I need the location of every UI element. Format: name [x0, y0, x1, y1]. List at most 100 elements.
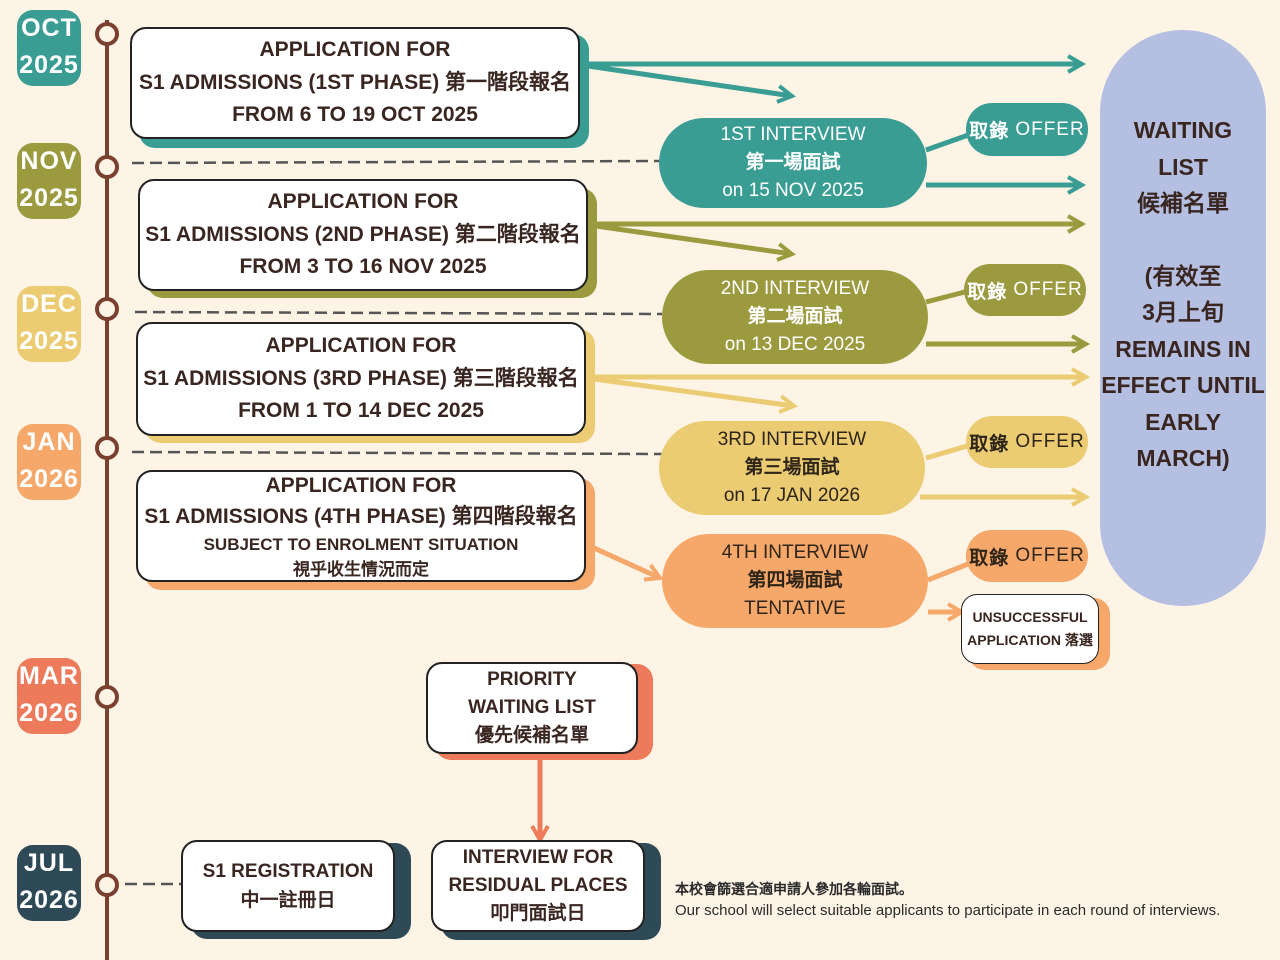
waiting-line1: WAITING	[1133, 117, 1233, 143]
timeline-dot-dec	[95, 297, 119, 321]
interview-4: 4TH INTERVIEW 第四場面試 TENTATIVE	[662, 534, 928, 628]
offer-en: OFFER	[1015, 118, 1085, 140]
month-label: OCT	[21, 14, 77, 42]
arrow-phase1-interview	[587, 63, 796, 104]
interview-title: 1ST INTERVIEW	[720, 124, 866, 145]
application-title: APPLICATION FOR	[265, 474, 457, 497]
year-label: 2025	[19, 51, 79, 79]
month-separators	[125, 159, 663, 886]
month-label: NOV	[20, 147, 78, 175]
month-label: DEC	[21, 290, 77, 318]
application-phase3-card: APPLICATION FOR S1 ADMISSIONS (3RD PHASE…	[136, 322, 586, 436]
interview-title-zh: 第四場面試	[747, 570, 843, 591]
application-phase1-card: APPLICATION FOR S1 ADMISSIONS (1ST PHASE…	[130, 27, 580, 139]
arrow-phase4-interview	[592, 545, 664, 582]
interview-title: 4TH INTERVIEW	[721, 542, 869, 563]
priority-line3: 優先候補名單	[474, 725, 589, 746]
unsuccessful-line1: UNSUCCESSFUL	[972, 609, 1088, 625]
waiting-line2: LIST	[1158, 153, 1208, 180]
residual-line1: INTERVIEW FOR	[462, 847, 614, 868]
application-title: APPLICATION FOR	[267, 190, 459, 214]
waiting-line4: (有效至	[1144, 262, 1222, 289]
residual-line3: 叩門面試日	[490, 903, 586, 924]
offer-en: OFFER	[1013, 279, 1083, 300]
month-label: JAN	[22, 428, 76, 456]
unsuccessful-line2: APPLICATION 落選	[967, 632, 1093, 648]
year-label: 2025	[19, 184, 79, 212]
application-dates: FROM 6 TO 19 OCT 2025	[232, 103, 478, 127]
interview-1: 1ST INTERVIEW 第一場面試 on 15 NOV 2025	[659, 118, 927, 208]
waiting-list: WAITING LIST 候補名單 (有效至 3月上旬 REMAINS IN E…	[1100, 30, 1266, 606]
offer-zh: 取錄	[969, 121, 1010, 142]
interview-title: 2ND INTERVIEW	[720, 278, 870, 299]
timeline-dot-jan	[95, 436, 119, 460]
interview-title-zh: 第二場面試	[747, 306, 843, 327]
waiting-line6: REMAINS IN	[1115, 335, 1251, 362]
offer-en: OFFER	[1015, 545, 1085, 566]
offer-zh: 取錄	[969, 547, 1010, 569]
waiting-line5: 3月上旬	[1142, 299, 1224, 325]
interview-2: 2ND INTERVIEW 第二場面試 on 13 DEC 2025	[662, 270, 928, 364]
application-note: SUBJECT TO ENROLMENT SITUATION	[203, 535, 519, 554]
priority-line1: PRIORITY	[487, 669, 577, 690]
application-title: APPLICATION FOR	[259, 38, 451, 62]
application-dates: FROM 3 TO 16 NOV 2025	[239, 255, 487, 279]
application-note-zh: 視乎收生情況而定	[293, 560, 429, 579]
priority-line2: WAITING LIST	[468, 697, 596, 718]
interview-date: on 15 NOV 2025	[722, 180, 864, 201]
month-label: JUL	[23, 849, 75, 877]
month-badge-oct: OCT 2025	[17, 10, 81, 86]
interview-date: on 13 DEC 2025	[724, 334, 866, 355]
registration-line1: S1 REGISTRATION	[202, 861, 374, 882]
waiting-line7: EFFECT UNTIL	[1101, 372, 1265, 398]
year-label: 2026	[19, 699, 79, 727]
application-phase: S1 ADMISSIONS (4TH PHASE) 第四階段報名	[144, 505, 578, 528]
month-badge-jan: JAN 2026	[17, 424, 81, 500]
waiting-line8: EARLY MARCH)	[1136, 408, 1230, 472]
footnote-en: Our school will select suitable applican…	[675, 902, 1221, 919]
registration-card: S1 REGISTRATION 中一註冊日	[181, 840, 395, 932]
timeline-dot-oct	[95, 22, 119, 46]
application-phase4-card: APPLICATION FOR S1 ADMISSIONS (4TH PHASE…	[136, 470, 586, 582]
interview-title: 3RD INTERVIEW	[717, 429, 867, 450]
arrow-phase2-interview	[595, 223, 796, 262]
year-label: 2025	[19, 327, 79, 355]
interview-title-zh: 第一場面試	[745, 152, 841, 173]
interview-date: on 17 JAN 2026	[723, 485, 861, 506]
timeline-dot-nov	[95, 155, 119, 179]
application-dates: FROM 1 TO 14 DEC 2025	[238, 399, 484, 423]
interview-date: TENTATIVE	[744, 598, 846, 619]
application-phase: S1 ADMISSIONS (1ST PHASE) 第一階段報名	[138, 70, 572, 94]
priority-card: PRIORITY WAITING LIST 優先候補名單	[426, 662, 638, 754]
application-phase: S1 ADMISSIONS (3RD PHASE) 第三階段報名	[143, 366, 579, 390]
year-label: 2026	[19, 465, 79, 493]
offer-en: OFFER	[1015, 431, 1085, 452]
application-title: APPLICATION FOR	[265, 334, 457, 358]
application-phase2-card: APPLICATION FOR S1 ADMISSIONS (2ND PHASE…	[138, 179, 588, 291]
month-badge-mar: MAR 2026	[17, 658, 81, 734]
waiting-line3: 候補名單	[1137, 190, 1229, 216]
offer-zh: 取錄	[967, 281, 1008, 303]
month-label: MAR	[19, 662, 79, 690]
arrow-phase3-interview	[593, 376, 798, 414]
application-phase: S1 ADMISSIONS (2ND PHASE) 第二階段報名	[145, 222, 581, 246]
interview-3: 3RD INTERVIEW 第三場面試 on 17 JAN 2026	[659, 421, 925, 515]
footnote: 本校會篩選合適申請人參加各輪面試。 Our school will select…	[675, 879, 1255, 921]
residual-card: INTERVIEW FOR RESIDUAL PLACES 叩門面試日	[431, 840, 645, 932]
unsuccessful-card: UNSUCCESSFUL APPLICATION 落選	[961, 594, 1099, 664]
residual-line2: RESIDUAL PLACES	[448, 875, 628, 896]
timeline-dot-jul	[95, 873, 119, 897]
offer-zh: 取錄	[969, 433, 1010, 455]
registration-line2: 中一註冊日	[240, 890, 336, 911]
month-badge-nov: NOV 2025	[17, 143, 81, 219]
footnote-zh: 本校會篩選合適申請人參加各輪面試。	[675, 881, 913, 897]
interview-title-zh: 第三場面試	[744, 457, 840, 478]
month-badge-dec: DEC 2025	[17, 286, 81, 362]
timeline-dot-mar	[95, 685, 119, 709]
